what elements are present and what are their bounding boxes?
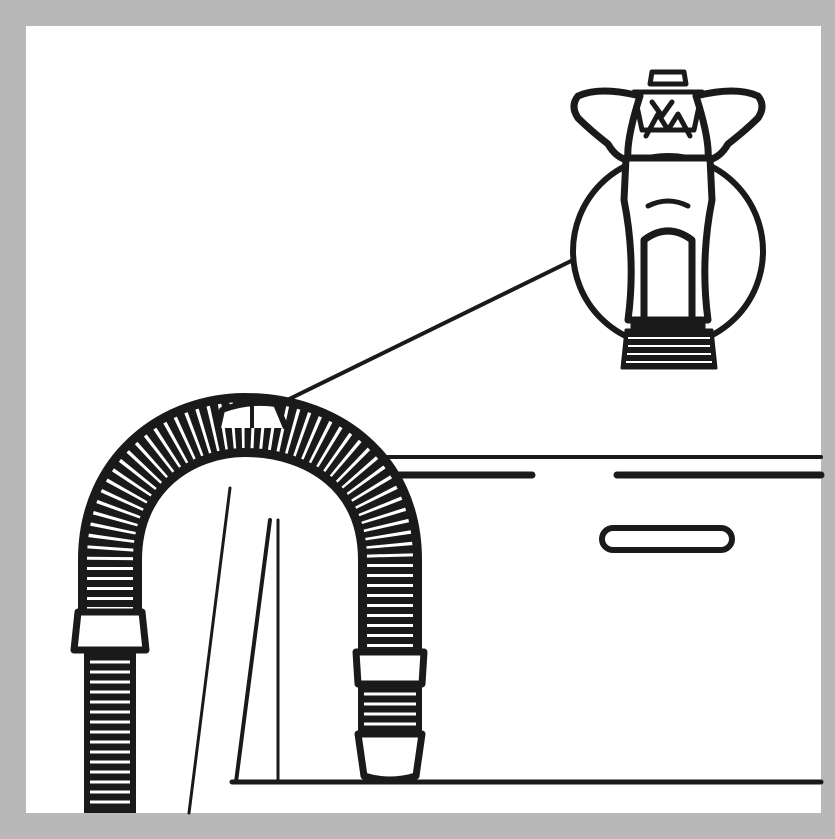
hose-left-tail-ribs	[90, 662, 130, 802]
hose-right-nozzle	[358, 734, 422, 780]
hose-left-cuff	[74, 612, 146, 650]
hose-right-cuff	[356, 652, 424, 684]
hose-right-end	[358, 684, 422, 734]
